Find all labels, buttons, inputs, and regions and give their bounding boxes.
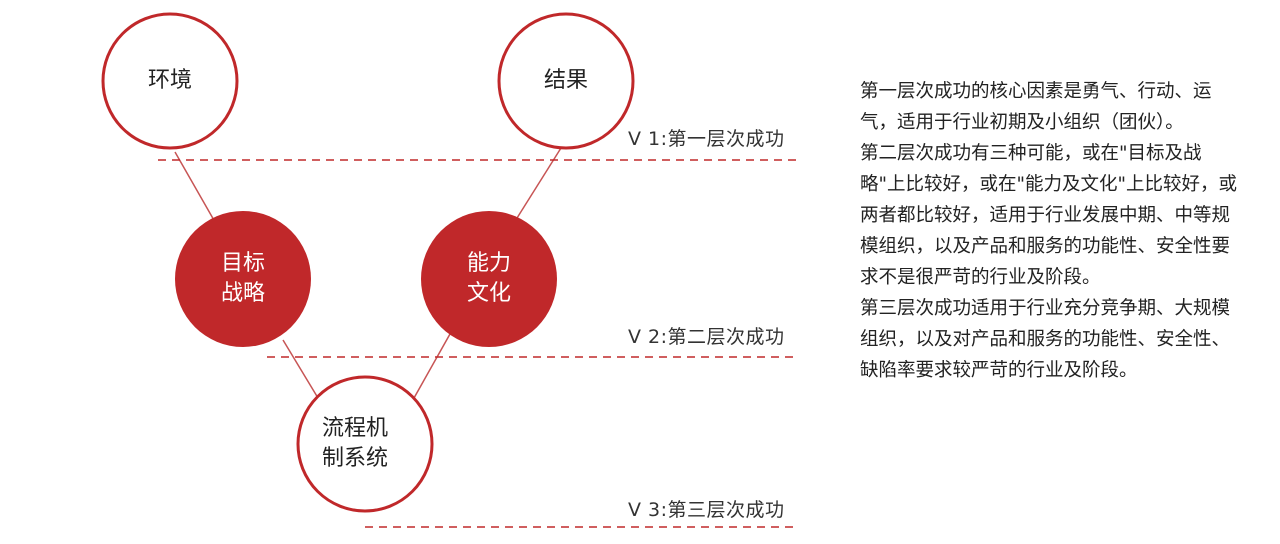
node-capability-culture-line1: 能力	[466, 251, 511, 276]
description-paragraph-2: 第二层次成功有三种可能，或在"目标及战略"上比较好，或在"能力及文化"上比较好，…	[860, 143, 1238, 288]
node-process-system-circle	[296, 375, 434, 513]
node-capability-culture-line2: 文化	[466, 281, 511, 306]
node-goal-strategy-line1: 目标	[220, 251, 265, 276]
node-process-system-line1: 流程机	[321, 416, 388, 441]
description-paragraph-3: 第三层次成功适用于行业充分竞争期、大规模组织，以及对产品和服务的功能性、安全性、…	[860, 298, 1231, 381]
node-goal-strategy-line2: 战略	[220, 281, 265, 306]
connector-goal-process	[282, 339, 319, 399]
level-label-v1: V 1:第一层次成功	[628, 128, 785, 150]
connector-environment-goal	[174, 151, 216, 223]
node-capability-culture-label: 能力 文化	[429, 249, 549, 309]
node-environment-label: 环境	[110, 51, 230, 111]
node-result-circle	[497, 12, 635, 150]
node-goal-strategy-label: 目标 战略	[183, 249, 303, 309]
node-environment-circle	[101, 12, 239, 150]
level-label-v3: V 3:第三层次成功	[628, 499, 785, 521]
node-goal-strategy-circle	[175, 211, 311, 347]
node-capability-culture-circle	[421, 211, 557, 347]
node-result-line1: 结果	[543, 68, 588, 93]
description-paragraph-1: 第一层次成功的核心因素是勇气、行动、运气，适用于行业初期及小组织（团伙）。	[860, 81, 1212, 133]
node-process-system-line2: 制系统	[321, 446, 388, 471]
connector-capability-process	[413, 333, 451, 399]
level-label-v2: V 2:第二层次成功	[628, 326, 785, 348]
connector-result-capability	[511, 147, 562, 227]
description-text: 第一层次成功的核心因素是勇气、行动、运气，适用于行业初期及小组织（团伙）。 第二…	[860, 76, 1240, 386]
node-environment-line1: 环境	[147, 68, 192, 93]
node-process-system-label: 流程机 制系统	[305, 414, 425, 474]
node-result-label: 结果	[506, 51, 626, 111]
